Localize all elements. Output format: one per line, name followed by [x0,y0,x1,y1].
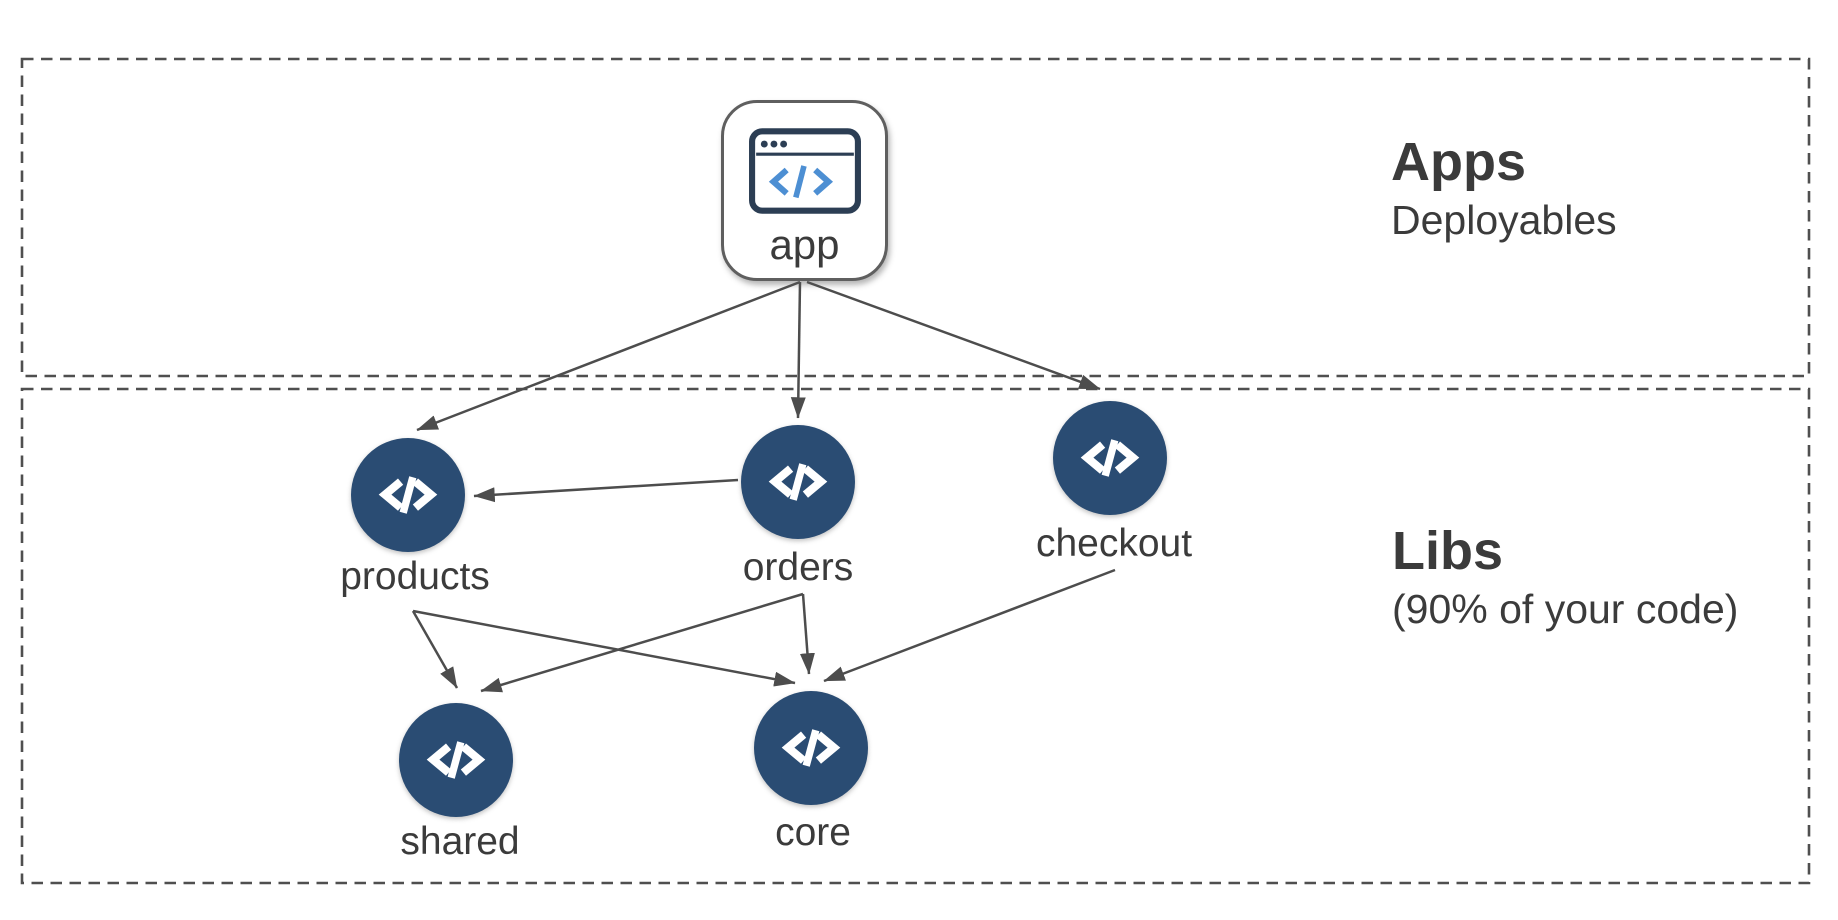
node-app-label: app [769,221,840,268]
apps-section-label: Apps Deployables [1391,130,1617,244]
node-checkout-label: checkout [1035,522,1193,565]
libs-section-subtitle: (90% of your code) [1392,585,1739,632]
code-circle-icon [426,741,486,779]
edge-app-orders [790,281,806,419]
node-core-label: core [775,811,851,854]
node-app: app [721,100,888,281]
node-products [351,438,465,552]
node-orders [741,425,855,539]
apps-section-box [20,57,1811,378]
apps-section-title: Apps [1391,132,1526,192]
libs-section-title: Libs [1392,521,1504,581]
node-orders-label: orders [742,546,854,589]
libs-section-label: Libs (90% of your code) [1392,519,1738,633]
code-circle-icon [1080,439,1140,477]
edge-app-checkout [806,280,1101,391]
node-shared [399,703,513,817]
browser-code-icon [748,128,861,214]
edge-products-core [412,609,796,687]
edge-orders-core [799,593,815,675]
libs-section-box [20,387,1811,885]
code-circle-icon [378,476,438,514]
edge-checkout-core [823,568,1116,683]
edge-orders-shared [480,592,804,693]
node-products-label: products [340,555,490,598]
edge-products-shared [411,610,459,689]
edge-orders-products [473,478,739,503]
node-shared-label: shared [400,820,520,863]
node-core [754,691,868,805]
apps-section-subtitle: Deployables [1391,196,1617,243]
dependency-edges [411,280,1116,693]
code-circle-icon [781,729,841,767]
node-checkout [1053,401,1167,515]
edge-app-products [416,280,801,432]
code-circle-icon [768,463,828,501]
